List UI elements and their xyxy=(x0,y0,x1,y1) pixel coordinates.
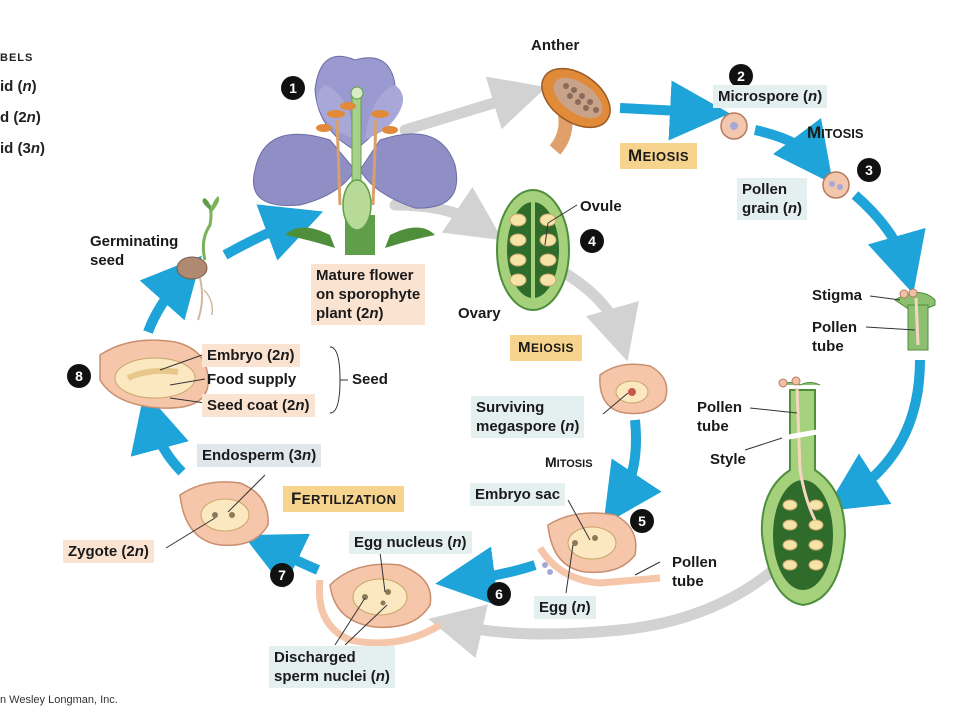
label-discharged-sperm: Discharged sperm nuclei (n) xyxy=(269,646,395,688)
arrow-megaspore-to-embryo-sac xyxy=(603,419,662,525)
step-3-marker: 3 xyxy=(857,158,881,182)
label-embryo-sac: Embryo sac xyxy=(470,483,566,506)
label-microspore: Microspore (n) xyxy=(713,85,828,108)
label-zygote: Zygote (2n) xyxy=(63,540,154,563)
label-embryo: Embryo (2n) xyxy=(202,344,300,367)
stage-mitosis-top: MITOSIS xyxy=(807,123,864,142)
label-egg-nucleus: Egg nucleus (n) xyxy=(349,531,472,554)
pollen-grain-cell xyxy=(822,171,850,199)
flower-illustration xyxy=(253,55,458,255)
fertilization-ovule-illustration xyxy=(315,563,442,647)
label-egg: Egg (n) xyxy=(534,596,596,619)
pistil-illustration xyxy=(760,376,847,607)
legend-triploid: id (3n) xyxy=(0,140,46,157)
ovary-illustration xyxy=(496,189,570,311)
zygote-ovule-illustration xyxy=(179,481,269,547)
arrow-ovary-to-megaspore xyxy=(554,264,639,362)
arrow-flower-to-ovule xyxy=(389,186,503,241)
label-endosperm: Endosperm (3n) xyxy=(197,444,322,467)
legend-diploid: d (2n) xyxy=(0,109,41,126)
arrow-germinating-to-flower xyxy=(222,204,324,261)
arrow-return-bottom xyxy=(428,554,791,658)
legend-haploid: id (n) xyxy=(0,78,37,95)
label-anther: Anther xyxy=(531,37,580,54)
arrow-pollen-to-stigma xyxy=(851,191,926,294)
label-seed-coat: Seed coat (2n) xyxy=(202,394,315,417)
label-mature-flower: Mature flower on sporophyte plant (2n) xyxy=(311,264,426,325)
copyright-credit: n Wesley Longman, Inc. xyxy=(0,694,118,706)
step-1-marker: 1 xyxy=(281,76,305,100)
label-ovary: Ovary xyxy=(458,305,501,322)
step-4-marker: 4 xyxy=(580,229,604,253)
step-8-marker: 8 xyxy=(67,364,91,388)
germinating-seed-illustration xyxy=(176,196,220,321)
label-surviving-megaspore: Surviving megaspore (n) xyxy=(471,396,585,438)
arrow-microspore-to-pollen xyxy=(753,117,834,184)
arrow-embryo-sac-to-fertilization xyxy=(435,546,537,607)
arrow-flower-to-anther xyxy=(399,76,547,136)
arrow-stigma-to-ovary xyxy=(824,359,925,512)
step-2-marker: 2 xyxy=(729,64,753,88)
arrow-anther-to-microspore xyxy=(619,80,730,141)
label-seed: Seed xyxy=(352,371,388,388)
arrow-seed-to-germinating xyxy=(139,255,202,334)
cycle-arrows xyxy=(130,80,926,607)
embryo-sac-ovule-illustration xyxy=(537,512,661,587)
arrow-fertilization-to-zygote xyxy=(242,533,320,589)
stage-mitosis-mid: MITOSIS xyxy=(545,454,593,470)
megaspore-ovule-illustration xyxy=(599,363,668,415)
label-food-supply: Food supply xyxy=(207,371,297,388)
leader-lines xyxy=(159,204,916,646)
label-ovule: Ovule xyxy=(580,198,622,215)
arrow-zygote-to-seed xyxy=(130,391,189,476)
label-stigma: Stigma xyxy=(812,287,863,304)
legend-title: BELS xyxy=(0,52,34,64)
seed-illustration xyxy=(99,339,209,409)
stage-meiosis-top: MEIOSIS xyxy=(620,143,698,169)
stage-meiosis-mid: MEIOSIS xyxy=(510,335,583,361)
anther-illustration xyxy=(541,67,611,155)
step-5-marker: 5 xyxy=(630,509,654,533)
label-style: Style xyxy=(710,451,746,468)
step-7-marker: 7 xyxy=(270,563,294,587)
step-6-marker: 6 xyxy=(487,582,511,606)
stage-fertilization: FERTILIZATION xyxy=(283,486,405,512)
stigma-illustration xyxy=(894,288,936,351)
label-pollen-grain: Pollen grain (n) xyxy=(737,178,808,220)
